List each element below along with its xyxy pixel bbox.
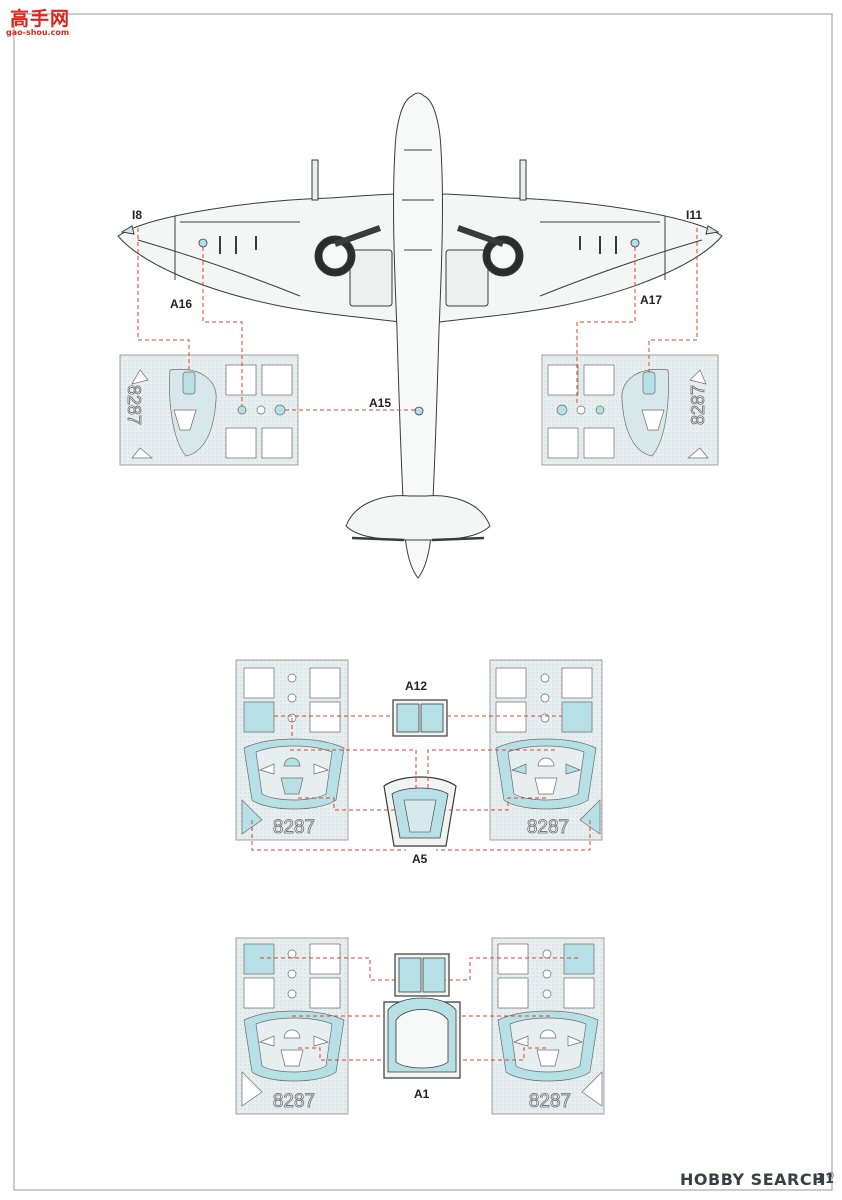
mask-sheet-right-3 (491, 937, 605, 1115)
sheet-number-left-1: 8287 (124, 385, 144, 425)
hobby-search-logo: HOBBY SEARCH® (680, 1170, 835, 1189)
callout-a17: A17 (640, 293, 663, 307)
callout-i8: I8 (132, 208, 143, 222)
watermark-cn-text: 高手网 (10, 8, 71, 30)
leader-lines-step-3 (260, 957, 578, 1061)
hobby-search-text: HOBBY SEARCH (680, 1170, 826, 1189)
mask-sheet-left-1 (119, 354, 299, 466)
sheet-number-left-2: 8287 (273, 817, 315, 838)
watermark-url-text: gao-shou.com (6, 28, 70, 37)
callout-a5: A5 (412, 852, 428, 866)
sheet-number-right-3: 8287 (529, 1091, 571, 1112)
mask-sheet-left-3 (235, 937, 349, 1115)
page-border (13, 13, 833, 1191)
aircraft-underside-drawing (117, 92, 723, 579)
callout-a12: A12 (405, 679, 428, 693)
callout-a15: A15 (369, 396, 392, 410)
leader-lines-step-2 (251, 715, 591, 851)
tailplane-outline (345, 495, 491, 541)
part-a5-canopy (383, 776, 457, 847)
sheet-number-right-1: 8287 (688, 385, 708, 425)
callout-a1: A1 (414, 1087, 430, 1101)
trademark-symbol: ® (825, 1171, 836, 1182)
page-number: 11 (816, 1172, 835, 1187)
part-a1-canopy (383, 953, 461, 1079)
fuselage-outline (393, 92, 443, 579)
sheet-number-right-2: 8287 (527, 817, 569, 838)
mask-sheet-right-1 (541, 354, 719, 466)
sheet-number-left-3: 8287 (273, 1091, 315, 1112)
watermark-logo: 高手网 gao-shou.com (4, 4, 74, 40)
a15-mask-marker (414, 406, 424, 416)
a17-mask-marker (630, 238, 640, 248)
callout-i11: I11 (686, 208, 703, 222)
part-a12-windscreen (392, 699, 448, 737)
callout-a16: A16 (170, 297, 193, 311)
leader-lines-step-1 (137, 228, 698, 411)
mask-sheet-right-2 (489, 659, 603, 841)
a16-mask-marker (198, 238, 208, 248)
